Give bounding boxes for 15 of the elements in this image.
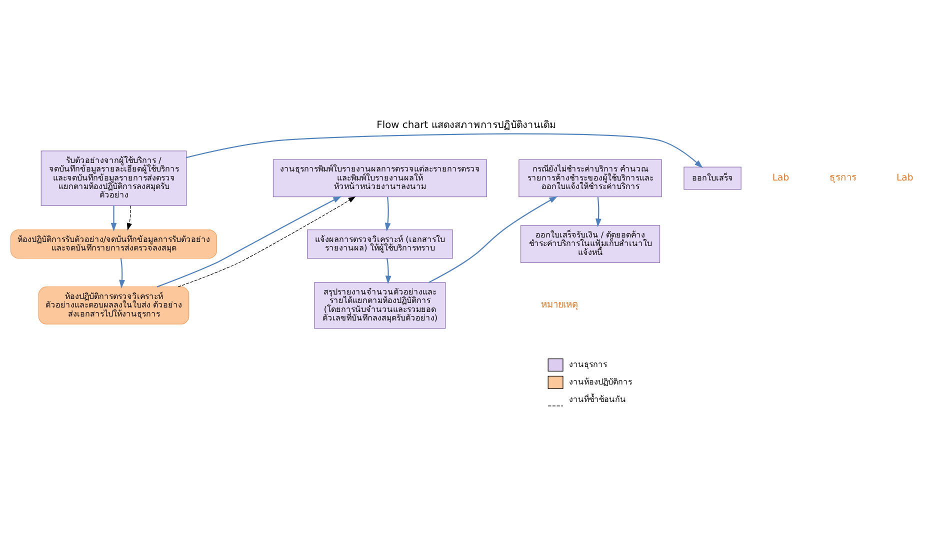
arrow — [596, 196, 602, 227]
arrow — [126, 204, 132, 230]
arrow — [186, 132, 703, 168]
diagram-title: Flow chart แสดงสภาพการปฏิบัติงานเดิม — [376, 119, 556, 130]
arrow — [385, 258, 392, 284]
arrow — [384, 196, 391, 231]
arrow — [110, 205, 117, 231]
arrow — [119, 258, 125, 288]
label: Lab — [896, 172, 914, 183]
label: ธุรการ — [829, 172, 856, 183]
label: หมายเหตุ — [540, 299, 578, 310]
arrow — [178, 196, 356, 287]
arrow — [428, 196, 558, 282]
label: Lab — [772, 172, 790, 183]
arrow — [156, 196, 342, 287]
